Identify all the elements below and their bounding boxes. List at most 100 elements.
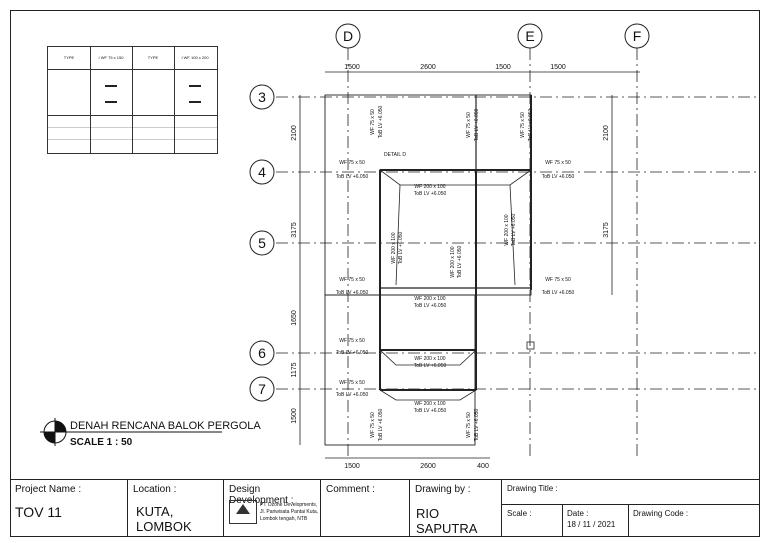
beam-label: WF 75 x 50	[466, 112, 472, 138]
beam-level: ToB LV +6.050	[414, 303, 447, 309]
beam-label: WF 75 x 50	[339, 160, 365, 166]
comment-cell: Comment :	[321, 480, 410, 536]
roof-hip	[378, 389, 478, 401]
design-address-2: Lombok tengah, NTB	[260, 516, 308, 522]
beam-label: WF 75 x 50	[339, 380, 365, 386]
beam-level: ToB LV +6.050	[511, 213, 517, 246]
location-cell: Location : KUTA, LOMBOK	[128, 480, 224, 536]
grid-bubble-4	[249, 159, 275, 185]
beam-level: ToB LV +6.050	[457, 245, 463, 278]
drawing-code-label: Drawing Code :	[633, 509, 689, 518]
location-value: KUTA, LOMBOK	[136, 504, 192, 534]
beam-label: WF 200 x 100	[414, 184, 445, 190]
dim-top: 1500	[550, 64, 566, 71]
drawing-main-title: DENAH RENCANA BALOK PERGOLA	[70, 420, 261, 432]
legend-header: I WF 100 x 200	[181, 55, 209, 60]
grid-bubble-6	[249, 340, 275, 366]
drawing-scale: SCALE 1 : 50	[70, 437, 133, 448]
beam-level: ToB LV +6.050	[542, 174, 575, 180]
grid-label-6: 6	[258, 345, 266, 361]
dim-left: 1175	[291, 362, 298, 377]
beam-label: WF 200 x 100	[414, 296, 445, 302]
design-cell: Design Development : PT Ozone Developmen…	[224, 480, 321, 536]
pergola-outline-lower	[324, 294, 476, 446]
location-label: Location :	[133, 484, 177, 495]
beam-level: ToB LV +6.050	[336, 350, 369, 356]
dim-top: 1500	[344, 64, 360, 71]
beam-plan-drawing: D E F 3 4 5 6 7 1500 2600 1500 1500 1500…	[40, 23, 760, 470]
beam-label: WF 75 x 50	[520, 112, 526, 138]
drawing-by-value: RIO SAPUTRA	[416, 506, 478, 536]
grid-label-D: D	[343, 28, 353, 44]
section-icon	[189, 85, 201, 103]
section-legend-table: TYPE I WF 75 x 150 TYPE I WF 100 x 200	[47, 46, 218, 154]
dim-left: 1650	[291, 310, 298, 326]
grid-bubble-3	[249, 84, 275, 110]
beam-label: WF 75 x 50	[545, 160, 571, 166]
beam-label: WF 200 x 100	[450, 246, 456, 277]
section-icon	[105, 85, 117, 103]
drawing-title-cell: Drawing Title : Scale : Date : 18 / 11 /…	[502, 480, 760, 536]
grid-label-5: 5	[258, 235, 266, 251]
date-value: 18 / 11 / 2021	[567, 520, 616, 529]
beam-level: ToB LV +6.050	[378, 408, 384, 441]
sheet-frame	[10, 10, 760, 537]
grid-label-E: E	[525, 28, 534, 44]
grid-label-F: F	[633, 28, 642, 44]
dim-right: 3175	[603, 222, 610, 238]
dim-top: 2600	[420, 64, 436, 71]
drawing-by-cell: Drawing by : RIO SAPUTRA	[410, 480, 502, 536]
beam-label: WF 75 x 50	[466, 412, 472, 438]
grid-label-4: 4	[258, 164, 266, 180]
beam-label: WF 75 x 50	[339, 277, 365, 283]
grid-label-7: 7	[258, 381, 266, 397]
drawing-by-label: Drawing by :	[415, 484, 471, 495]
beam-level: ToB LV +6.050	[336, 290, 369, 296]
drawing-title-label: Drawing Title :	[507, 484, 558, 493]
grid-bubble-5	[249, 230, 275, 256]
date-label: Date :	[567, 509, 589, 518]
grid-bubble-E	[517, 23, 543, 49]
beam-level: ToB LV +6.050	[414, 408, 447, 414]
dim-bottom: 1500	[344, 463, 360, 470]
beam-label: WF 200 x 100	[504, 214, 510, 245]
design-address-1: Jl. Pariwisata Pantai Kuta,	[260, 509, 319, 515]
dim-left: 2100	[291, 125, 298, 141]
beam-level: ToB LV +6.050	[398, 231, 404, 264]
dim-top: 1500	[495, 64, 511, 71]
dim-bottom: 400	[477, 463, 489, 470]
dim-left: 1500	[291, 408, 298, 424]
beam-label: WF 75 x 50	[370, 109, 376, 135]
grid-label-3: 3	[258, 89, 266, 105]
beam-label: WF 75 x 50	[339, 338, 365, 344]
dim-bottom: 2600	[420, 463, 436, 470]
beam-label: WF 75 x 50	[545, 277, 571, 283]
project-name-cell: Project Name : TOV 11	[10, 480, 128, 536]
beam-level: ToB LV +6.050	[528, 108, 534, 141]
beam-level: ToB LV +6.050	[336, 174, 369, 180]
dim-left: 3175	[291, 222, 298, 238]
beam-level: ToB LV +6.050	[474, 408, 480, 441]
beam-level: ToB LV +6.050	[378, 105, 384, 138]
legend-header: TYPE	[132, 47, 175, 69]
beam-level: ToB LV +6.050	[414, 363, 447, 369]
design-company: PT Ozone Developments,	[260, 502, 318, 508]
design-label: Design Development :	[229, 484, 294, 506]
grid-bubble-F	[624, 23, 650, 49]
beam-level: ToB LV +6.050	[542, 290, 575, 296]
legend-header: I WF 75 x 150	[90, 47, 133, 69]
project-name-label: Project Name :	[15, 484, 82, 495]
detail-tag: DETAIL D	[384, 152, 406, 158]
scale-label: Scale :	[507, 509, 532, 518]
beam-level: ToB LV +6.050	[336, 392, 369, 398]
beam-level: ToB LV +6.050	[474, 108, 480, 141]
company-logo-icon	[229, 500, 257, 524]
roof-hip	[378, 349, 478, 366]
beam-level: ToB LV +6.050	[414, 191, 447, 197]
project-name-value: TOV 11	[15, 504, 62, 520]
comment-label: Comment :	[326, 484, 375, 495]
roof-hip	[509, 184, 516, 286]
roof-hip	[395, 184, 401, 286]
legend-header: TYPE	[48, 47, 91, 69]
beam-label: WF 75 x 50	[370, 412, 376, 438]
